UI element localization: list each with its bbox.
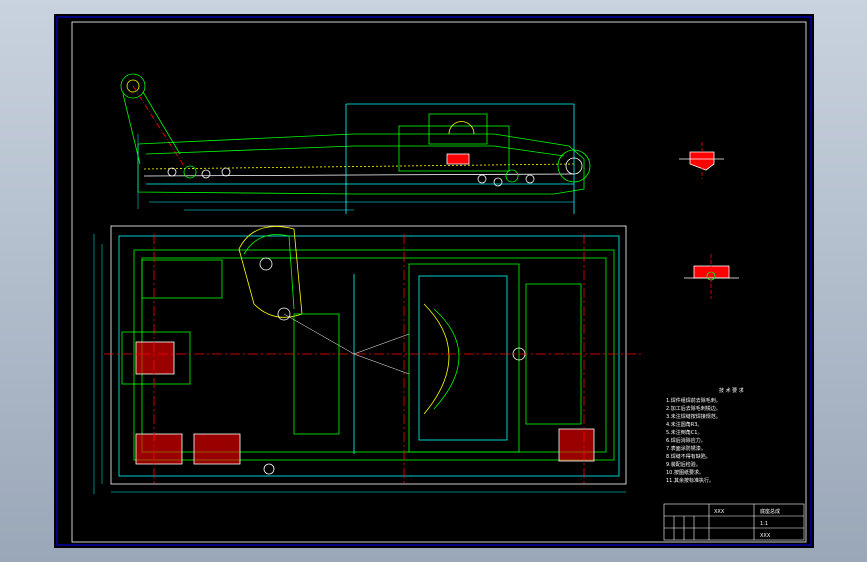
drawing-name: 底座总成 <box>760 508 780 515</box>
svg-text:2.加工后去除毛刺锐边。: 2.加工后去除毛刺锐边。 <box>666 405 721 412</box>
svg-text:5.未注倒角C1。: 5.未注倒角C1。 <box>666 429 702 436</box>
section-detail-lower <box>684 254 739 299</box>
svg-text:1.焊件组焊前去除毛刺。: 1.焊件组焊前去除毛刺。 <box>666 397 721 404</box>
top-elevation-view <box>120 73 591 214</box>
svg-text:10.按图纸要求。: 10.按图纸要求。 <box>666 469 704 476</box>
drawing-scale: 1:1 <box>760 521 768 527</box>
pivot-circle <box>120 73 146 99</box>
drawing-sheet: XXX <box>760 533 771 539</box>
plan-view <box>93 225 644 494</box>
svg-text:9.装配后检验。: 9.装配后检验。 <box>666 461 701 468</box>
svg-text:6.焊后消除应力。: 6.焊后消除应力。 <box>666 437 706 444</box>
title-block <box>663 503 805 541</box>
svg-text:7.表面涂防锈漆。: 7.表面涂防锈漆。 <box>666 445 706 452</box>
cad-drawing-sheet: 技 术 要 求 1.焊件组焊前去除毛刺。 2.加工后去除毛刺锐边。 3.未注焊缝… <box>56 16 812 546</box>
inner-frame <box>71 21 807 543</box>
svg-text:8.焊缝不得有缺陷。: 8.焊缝不得有缺陷。 <box>666 453 711 460</box>
cad-viewport[interactable]: 技 术 要 求 1.焊件组焊前去除毛刺。 2.加工后去除毛刺锐边。 3.未注焊缝… <box>54 14 814 548</box>
svg-text:4.未注圆角R3。: 4.未注圆角R3。 <box>666 421 702 428</box>
drawing-code: XXX <box>714 509 725 515</box>
technical-notes: 技 术 要 求 1.焊件组焊前去除毛刺。 2.加工后去除毛刺锐边。 3.未注焊缝… <box>666 387 744 484</box>
svg-text:3.未注焊缝按焊接规范。: 3.未注焊缝按焊接规范。 <box>666 413 721 420</box>
notes-heading: 技 术 要 求 <box>719 387 744 394</box>
svg-text:11.其余按标准执行。: 11.其余按标准执行。 <box>666 477 714 484</box>
section-detail-upper <box>679 142 724 179</box>
outer-frame <box>56 16 812 546</box>
